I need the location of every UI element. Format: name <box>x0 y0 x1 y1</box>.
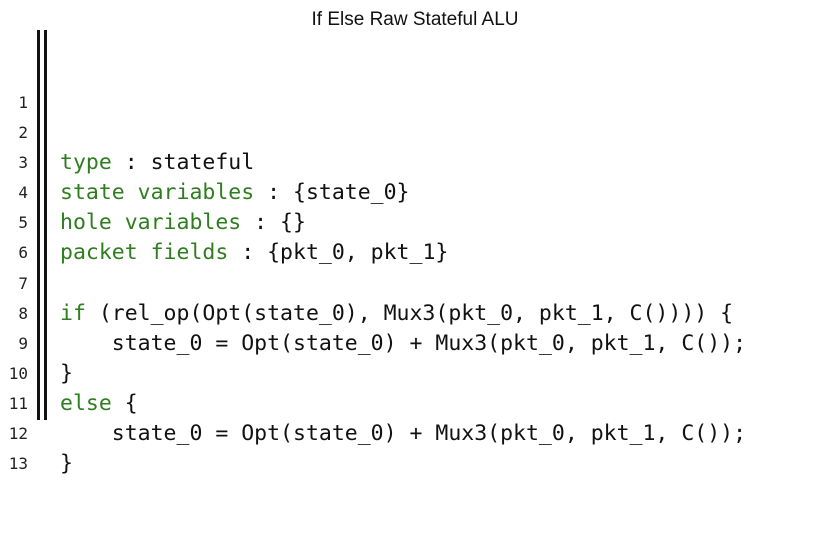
code-text: if (rel_op(Opt(state_0), Mux3(pkt_0, pkt… <box>60 299 733 329</box>
code-text: type : stateful <box>60 148 254 178</box>
code-rest: } <box>60 360 73 386</box>
code-line: 13 <box>0 419 830 473</box>
line-number: 5 <box>18 213 28 233</box>
line-number: 3 <box>18 153 28 173</box>
code-line: 7 if (rel_op(Opt(state_0), Mux3(pkt_0, p… <box>0 239 830 326</box>
code-text: } <box>60 359 73 389</box>
code-rest: : {} <box>241 210 306 236</box>
code-rest: } <box>60 451 73 477</box>
code-rest: : {pkt_0, pkt_1} <box>228 240 449 266</box>
code-line: 3 state variables : {state_0} <box>0 118 830 205</box>
code-line: 10 else { <box>0 329 830 416</box>
code-keyword: type <box>60 150 112 176</box>
code-rest: : {state_0} <box>254 180 410 206</box>
code-line: 9 } <box>0 299 830 386</box>
line-number: 10 <box>8 363 28 383</box>
line-number: 4 <box>18 183 28 203</box>
line-number: 1 <box>18 93 28 112</box>
code-line: 8 state_0 = Opt(state_0) + Mux3(pkt_0, p… <box>0 269 830 356</box>
code-rest: : stateful <box>111 150 255 176</box>
code-rest: state_0 = Opt(state_0) + Mux3(pkt_0, pkt… <box>60 330 747 356</box>
gutter-divider-left <box>37 30 40 420</box>
code-keyword: if <box>60 300 86 326</box>
line-number: 8 <box>18 303 28 323</box>
code-rest: (rel_op(Opt(state_0), Mux3(pkt_0, pkt_1,… <box>85 300 734 326</box>
code-text: state variables : {state_0} <box>60 178 410 208</box>
code-text: state_0 = Opt(state_0) + Mux3(pkt_0, pkt… <box>60 329 746 359</box>
line-number: 9 <box>18 333 28 353</box>
page-title: If Else Raw Stateful ALU <box>311 9 519 30</box>
code-keyword: state variables <box>60 180 255 206</box>
code-listing: 1 2 type : stateful 3 state variables : … <box>0 58 830 476</box>
line-number: 6 <box>18 243 28 263</box>
code-line: 6 <box>0 208 830 262</box>
code-line: 11 state_0 = Opt(state_0) + Mux3(pkt_0, … <box>0 359 830 446</box>
code-keyword: packet fields <box>60 240 229 266</box>
code-text: else { <box>60 389 138 419</box>
line-number: 11 <box>8 393 28 413</box>
code-text: packet fields : {pkt_0, pkt_1} <box>60 238 448 268</box>
line-number: 7 <box>18 273 28 293</box>
code-line: 2 type : stateful <box>0 88 830 175</box>
line-number: 2 <box>18 123 28 143</box>
code-rest: { <box>111 390 138 416</box>
line-number: 13 <box>8 454 28 474</box>
code-line: 12 } <box>0 389 830 476</box>
code-text: } <box>60 449 73 479</box>
code-line: 4 hole variables : {} <box>0 148 830 235</box>
code-line: 1 <box>0 58 830 112</box>
code-keyword: else <box>60 390 112 416</box>
code-text: hole variables : {} <box>60 208 306 238</box>
gutter-divider-right <box>44 30 47 420</box>
code-line: 5 packet fields : {pkt_0, pkt_1} <box>0 178 830 265</box>
code-keyword: hole variables <box>60 210 242 236</box>
